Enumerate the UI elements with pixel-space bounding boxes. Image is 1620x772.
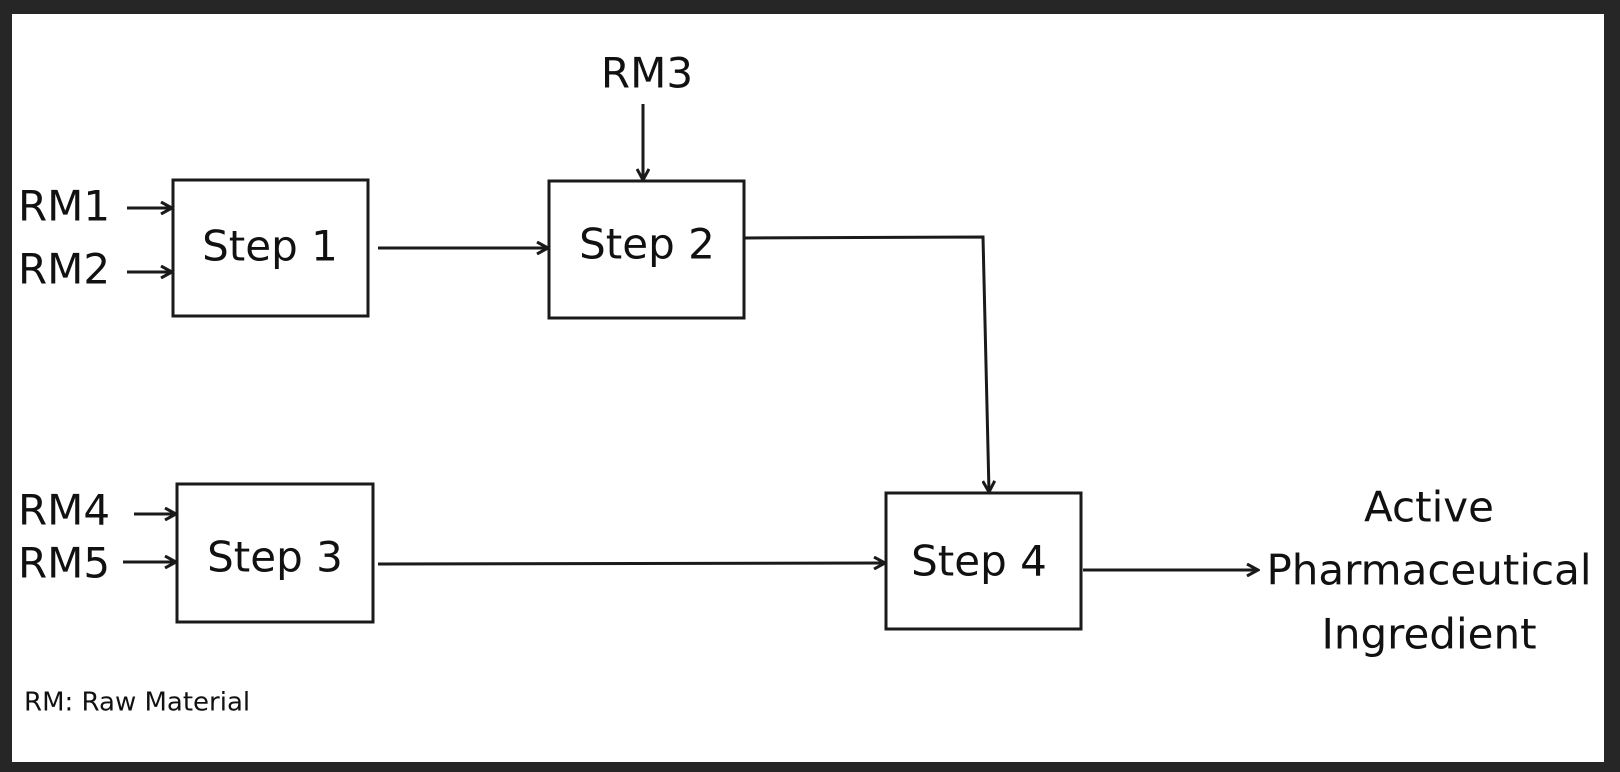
output-label: Active Pharmaceutical Ingredient bbox=[1266, 483, 1591, 659]
rm2-label: RM2 bbox=[18, 245, 110, 294]
rm1-label: RM1 bbox=[18, 182, 110, 231]
step2-to-step4-arrow bbox=[744, 235, 989, 492]
step-2-label: Step 2 bbox=[579, 220, 715, 269]
output-line-2: Pharmaceutical bbox=[1266, 546, 1591, 595]
rm4-label: RM4 bbox=[18, 486, 110, 535]
step-box-2: Step 2 bbox=[547, 179, 746, 320]
step-1-label: Step 1 bbox=[202, 222, 338, 271]
step3-to-step4-arrow bbox=[377, 563, 885, 564]
step-box-3: Step 3 bbox=[175, 482, 375, 624]
rm3-label: RM3 bbox=[601, 49, 693, 98]
step-box-4: Step 4 bbox=[884, 491, 1083, 631]
rm5-label: RM5 bbox=[18, 539, 110, 588]
step-box-1: Step 1 bbox=[171, 178, 370, 318]
legend-note: RM: Raw Material bbox=[24, 688, 250, 718]
output-line-3: Ingredient bbox=[1321, 610, 1536, 659]
step-3-label: Step 3 bbox=[207, 533, 343, 582]
diagram-canvas bbox=[12, 14, 1604, 762]
step-4-label: Step 4 bbox=[911, 537, 1047, 586]
output-line-1: Active bbox=[1364, 483, 1494, 532]
